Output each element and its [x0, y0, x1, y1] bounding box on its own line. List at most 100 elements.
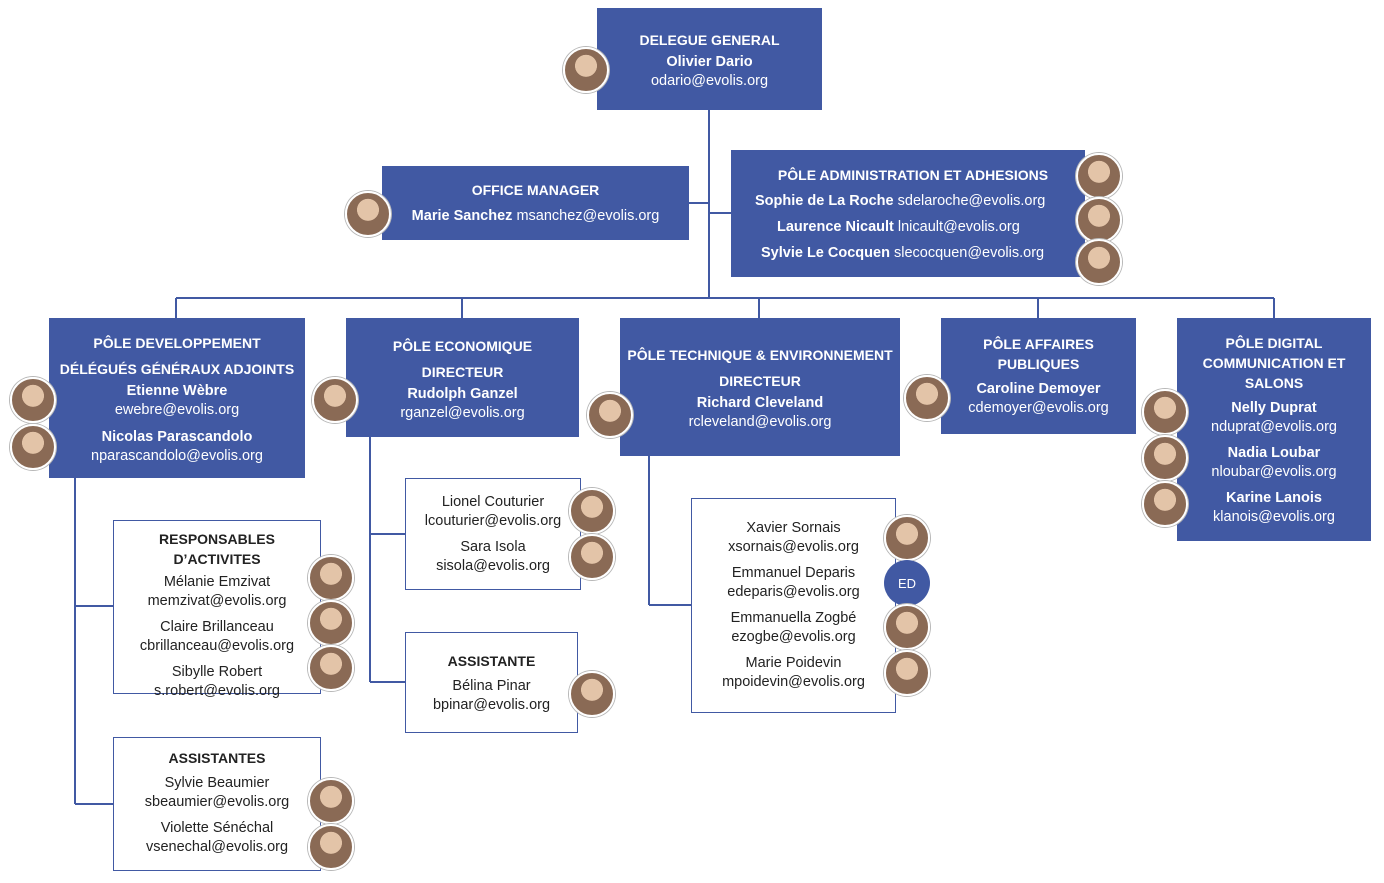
- dev-pole-box: PÔLE DEVELOPPEMENT DÉLÉGUÉS GÉNÉRAUX ADJ…: [49, 318, 305, 478]
- box-title: PÔLE DIGITAL: [1225, 334, 1323, 351]
- person-email: vsenechal@evolis.org: [145, 839, 289, 855]
- box-title: PÔLE TECHNIQUE & ENVIRONNEMENT: [627, 347, 893, 363]
- person-email: rcleveland@evolis.org: [688, 414, 832, 430]
- avatar-emmanuella-zogbe: [884, 604, 930, 650]
- person-name: Rudolph Ganzel: [407, 385, 518, 402]
- avatar-sylvie-le-cocquen: [1076, 239, 1122, 285]
- person-name: Emmanuella Zogbé: [730, 610, 857, 626]
- person-name: Sara Isola: [460, 538, 526, 555]
- person-name: Marie Poidevin: [745, 655, 842, 671]
- office-manager-box: OFFICE MANAGER Marie Sanchez msanchez@ev…: [382, 166, 689, 240]
- avatar-caroline-demoyer: [904, 375, 950, 421]
- person-name: Emmanuel Deparis: [731, 565, 856, 581]
- person-email: slecocquen@evolis.org: [893, 244, 1045, 261]
- person-name: Marie Sanchez: [411, 208, 513, 224]
- person-name: Olivier Dario: [666, 54, 753, 70]
- responsables-box: RESPONSABLES D’ACTIVITES Mélanie Emzivat…: [113, 520, 321, 699]
- person-name: Nicolas Parascandolo: [101, 429, 253, 445]
- avatar-nicolas-parascandolo: [10, 424, 56, 470]
- avatar-emmanuel-deparis-initials: ED: [884, 560, 930, 606]
- avatar-marie-poidevin: [884, 650, 930, 696]
- person-email: lnicault@evolis.org: [897, 218, 1020, 235]
- person-email: xsornais@evolis.org: [728, 539, 859, 555]
- box-title: RESPONSABLES D’ACTIVITES: [159, 531, 275, 567]
- box-subtitle: PUBLIQUES: [997, 356, 1080, 372]
- avatar-laurence-nicault: [1076, 197, 1122, 243]
- avatar-belina-pinar: [569, 671, 615, 717]
- person-email: sdelaroche@evolis.org: [897, 192, 1046, 209]
- delegue-general-box: DELEGUE GENERAL Olivier Dario odario@evo…: [597, 8, 822, 110]
- avatar-marie-sanchez: [345, 191, 391, 237]
- person-email: nloubar@evolis.org: [1211, 463, 1337, 480]
- person-email: rganzel@evolis.org: [400, 404, 525, 421]
- avatar-claire-brillanceau: [308, 600, 354, 646]
- digital-pole-box: PÔLE DIGITAL COMMUNICATION ET SALONS Nel…: [1177, 318, 1371, 541]
- person-email: klanois@evolis.org: [1213, 508, 1335, 525]
- avatar-xavier-sornais: [884, 515, 930, 561]
- person-email: odario@evolis.org: [650, 73, 769, 89]
- person-line: Marie Sanchez msanchez@evolis.org: [412, 203, 660, 229]
- assistantes-box: ASSISTANTES Sylvie Beaumier sbeaumier@ev…: [113, 737, 321, 871]
- person-name: Sylvie Le Cocquen: [761, 244, 890, 261]
- tech-team-box: Xavier Sornais xsornais@evolis.org Emman…: [691, 498, 896, 713]
- box-subtitle: COMMUNICATION ET: [1202, 354, 1346, 371]
- person-name: Richard Cleveland: [696, 395, 824, 411]
- person-name: Mélanie Emzivat: [163, 574, 271, 590]
- box-title: PÔLE DEVELOPPEMENT: [93, 335, 261, 351]
- avatar-sylvie-beaumier: [308, 778, 354, 824]
- box-subtitle: DIRECTEUR: [421, 363, 504, 380]
- person-email: ezogbe@evolis.org: [731, 629, 856, 645]
- avatar-lionel-couturier: [569, 488, 615, 534]
- box-title: ASSISTANTE: [447, 652, 536, 669]
- person-email: cbrillanceau@evolis.org: [139, 638, 295, 654]
- affaires-pole-box: PÔLE AFFAIRES PUBLIQUES Caroline Demoyer…: [941, 318, 1136, 434]
- avatar-etienne-webre: [10, 377, 56, 423]
- avatar-melanie-emzivat: [308, 555, 354, 601]
- box-title: OFFICE MANAGER: [471, 182, 600, 198]
- person-email: nparascandolo@evolis.org: [91, 448, 263, 464]
- avatar-nadia-loubar: [1142, 435, 1188, 481]
- person-name: Karine Lanois: [1226, 489, 1322, 506]
- box-subtitle: DIRECTEUR: [719, 373, 801, 389]
- person-name: Lionel Couturier: [441, 493, 545, 510]
- person-name: Bélina Pinar: [452, 677, 531, 694]
- person-email: cdemoyer@evolis.org: [968, 400, 1109, 416]
- avatar-sophie-de-la-roche: [1076, 153, 1122, 199]
- person-email: ewebre@evolis.org: [114, 402, 240, 418]
- box-subtitle: DÉLÉGUÉS GÉNÉRAUX ADJOINTS: [59, 361, 295, 377]
- person-email: sbeaumier@evolis.org: [144, 794, 290, 810]
- person-email: bpinar@evolis.org: [432, 696, 551, 713]
- box-title: PÔLE ADMINISTRATION ET ADHESIONS: [777, 166, 1049, 183]
- person-email: lcouturier@evolis.org: [424, 512, 562, 529]
- box-title: PÔLE AFFAIRES: [983, 336, 1094, 352]
- eco-pole-box: PÔLE ECONOMIQUE DIRECTEUR Rudolph Ganzel…: [346, 318, 579, 437]
- box-title: DELEGUE GENERAL: [639, 32, 780, 48]
- person-email: edeparis@evolis.org: [727, 584, 860, 600]
- box-subtitle: SALONS: [1244, 374, 1304, 391]
- person-name: Sibylle Robert: [171, 664, 263, 680]
- person-line: Sylvie Le Cocquen slecocquen@evolis.org: [755, 240, 1044, 266]
- avatar-olivier-dario: [563, 47, 609, 93]
- eco-team-box: Lionel Couturier lcouturier@evolis.org S…: [405, 478, 581, 590]
- box-title: ASSISTANTES: [168, 750, 266, 766]
- person-name: Sylvie Beaumier: [164, 775, 270, 791]
- assistante-box: ASSISTANTE Bélina Pinar bpinar@evolis.or…: [405, 632, 578, 733]
- person-name: Violette Sénéchal: [160, 820, 274, 836]
- person-name: Sophie de La Roche: [755, 192, 894, 209]
- person-email: s.robert@evolis.org: [154, 683, 280, 699]
- box-title: PÔLE ECONOMIQUE: [392, 337, 533, 354]
- person-name: Nelly Duprat: [1231, 399, 1317, 416]
- person-name: Etienne Wèbre: [126, 383, 228, 399]
- avatar-sibylle-robert: [308, 645, 354, 691]
- admin-pole-box: PÔLE ADMINISTRATION ET ADHESIONS Sophie …: [731, 150, 1085, 277]
- person-email: sisola@evolis.org: [436, 557, 550, 574]
- person-email: nduprat@evolis.org: [1211, 418, 1337, 435]
- avatar-sara-isola: [569, 534, 615, 580]
- person-email: msanchez@evolis.org: [516, 208, 660, 224]
- person-email: mpoidevin@evolis.org: [722, 674, 865, 690]
- person-email: memzivat@evolis.org: [147, 593, 287, 609]
- tech-pole-box: PÔLE TECHNIQUE & ENVIRONNEMENT DIRECTEUR…: [620, 318, 900, 456]
- person-name: Caroline Demoyer: [976, 381, 1101, 397]
- avatar-karine-lanois: [1142, 481, 1188, 527]
